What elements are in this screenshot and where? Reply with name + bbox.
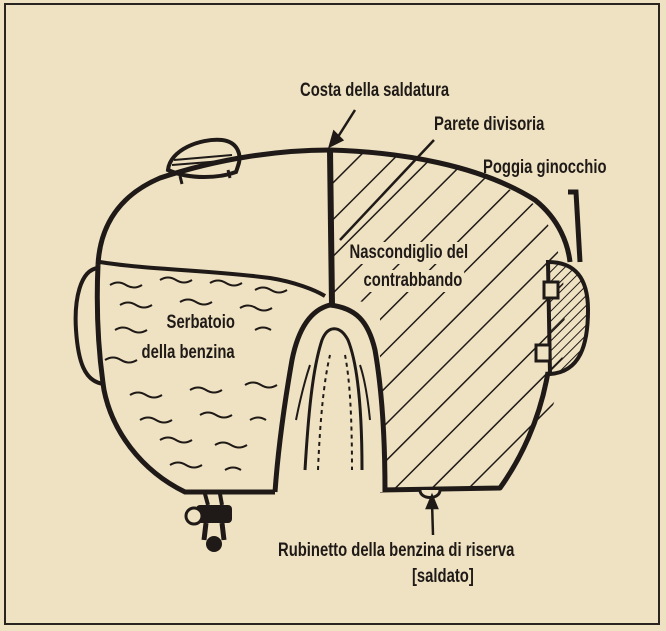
fuel-liquid: [105, 278, 287, 471]
fuel-tap-left: [186, 494, 232, 552]
label-reserve-tap-line2: [saldato]: [412, 566, 474, 588]
label-knee-pad: Poggia ginocchio: [483, 157, 607, 179]
frame-tunnel: [275, 305, 385, 492]
label-reserve-tap-line1: Rubinetto della benzina di riserva: [278, 540, 514, 562]
label-weld-seam: Costa della saldatura: [300, 80, 449, 102]
label-hiding-place-line1: Nascondiglio del: [348, 242, 470, 264]
label-fuel-tank-line2: della benzina: [140, 342, 236, 364]
label-fuel-tank-line1: Serbatoio: [165, 312, 236, 334]
label-divider-wall: Parete divisoria: [434, 114, 544, 136]
label-hiding-place-line2: contrabbando: [362, 270, 464, 292]
reserve-tap: [420, 490, 440, 498]
